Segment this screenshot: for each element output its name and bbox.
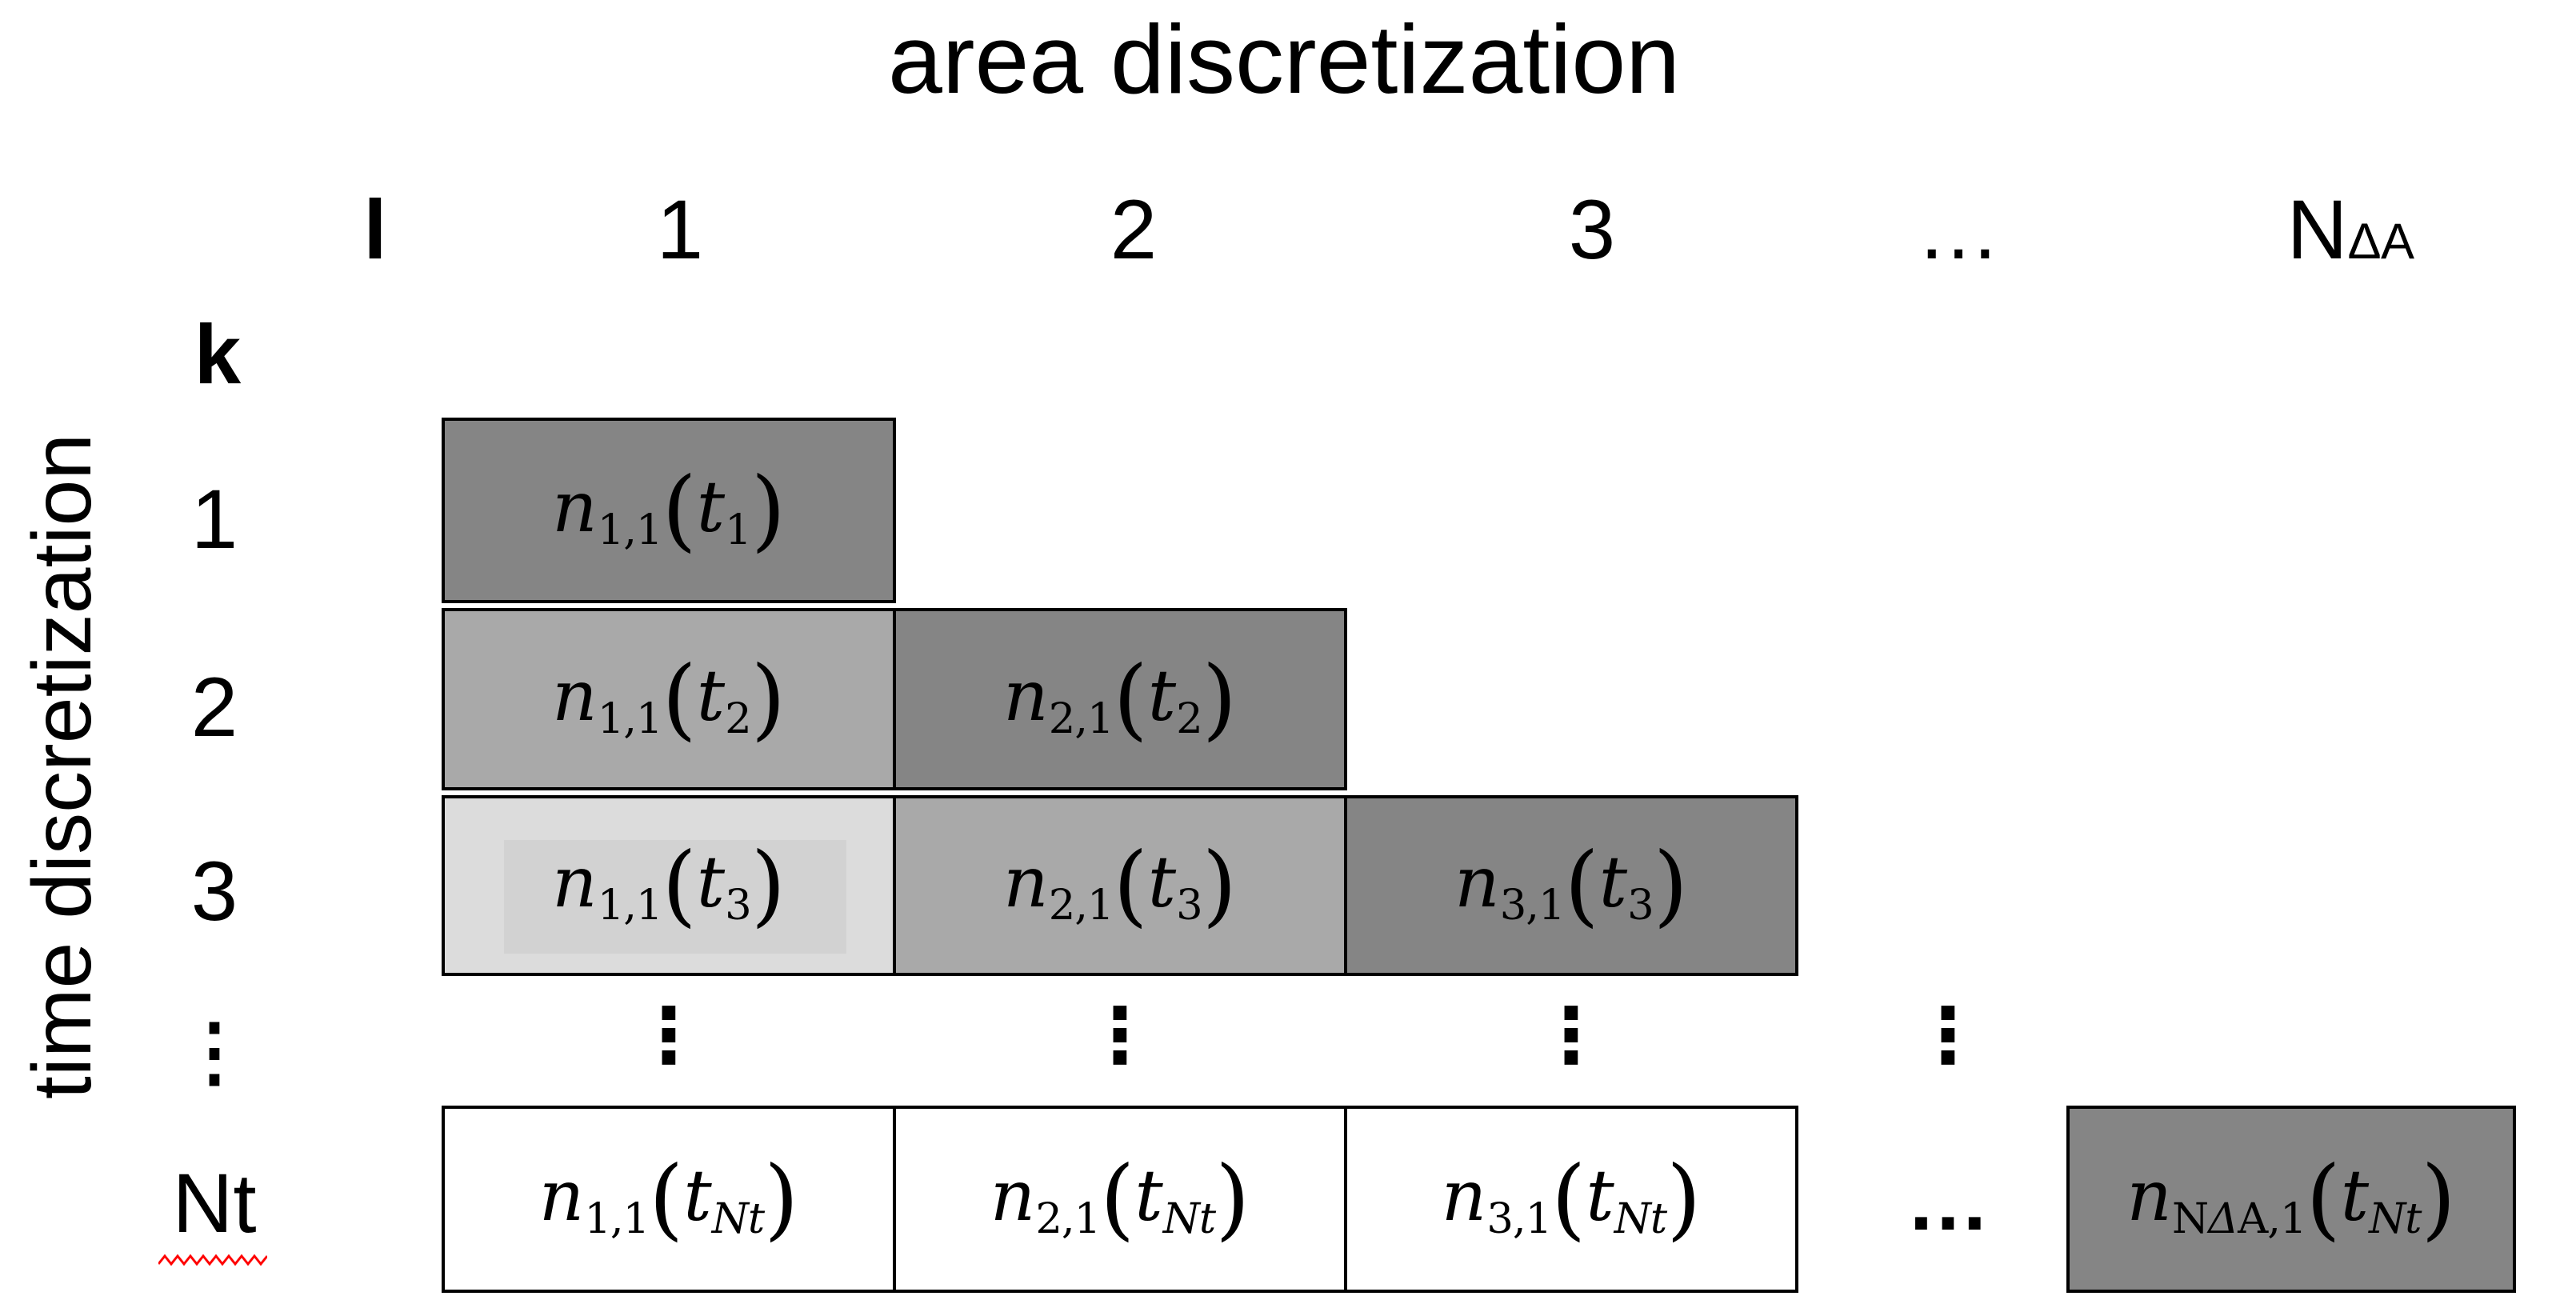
matrix-cell-r3-c2: n2,1(t3) bbox=[893, 795, 1347, 976]
spellcheck-underline bbox=[158, 1254, 267, 1266]
left-axis-title: time discretization bbox=[16, 433, 109, 1100]
cell-formula: n2,1(t3) bbox=[1003, 833, 1237, 937]
column-header-ellipsis: … bbox=[1916, 183, 2001, 277]
cell-formula: n1,1(t2) bbox=[552, 646, 786, 750]
column-header-NdeltaA-subscript: ΔA bbox=[2347, 214, 2414, 270]
row-header-1: 1 bbox=[190, 473, 238, 566]
row-header-3: 3 bbox=[190, 845, 238, 938]
matrix-cell-r3-c3: n3,1(t3) bbox=[1344, 795, 1798, 976]
matrix-cell-r2-c2: n2,1(t2) bbox=[893, 608, 1347, 790]
column-header-2: 2 bbox=[1110, 183, 1158, 277]
matrix-cell-r1-c1: n1,1(t1) bbox=[442, 418, 896, 603]
column-header-NdeltaA: NΔA bbox=[2286, 183, 2414, 277]
column-header-3: 3 bbox=[1568, 183, 1616, 277]
matrix-cell-r5-c3: n3,1(tNt) bbox=[1344, 1106, 1798, 1293]
cell-formula: n3,1(tNt) bbox=[1441, 1146, 1702, 1250]
cell-formula: nNΔA,1(tNt) bbox=[2126, 1146, 2456, 1250]
cell-formula: n2,1(tNt) bbox=[990, 1146, 1250, 1250]
vertical-ellipsis-col4: ⋮ bbox=[1910, 992, 1986, 1080]
row-header-Nt: Nt bbox=[172, 1157, 257, 1250]
matrix-cell-r3-c1: n1,1(t3) bbox=[442, 795, 896, 976]
matrix-cell-r5-c5: nNΔA,1(tNt) bbox=[2066, 1106, 2516, 1293]
row-header-ellipsis: ⋮ bbox=[176, 1010, 253, 1094]
row-header-2: 2 bbox=[190, 661, 238, 754]
cell-formula: n2,1(t2) bbox=[1003, 646, 1237, 750]
matrix-cell-r2-c1: n1,1(t2) bbox=[442, 608, 896, 790]
cell-formula: n1,1(tNt) bbox=[538, 1146, 799, 1250]
matrix-cell-r5-c2: n2,1(tNt) bbox=[893, 1106, 1347, 1293]
column-index-symbol: l bbox=[363, 183, 387, 277]
cell-formula: n1,1(t1) bbox=[552, 458, 786, 562]
vertical-ellipsis-col3: ⋮ bbox=[1533, 992, 1610, 1080]
matrix-cell-r5-c1: n1,1(tNt) bbox=[442, 1106, 896, 1293]
bottom-row-ellipsis: … bbox=[1906, 1154, 1990, 1248]
cell-formula: n3,1(t3) bbox=[1454, 833, 1688, 937]
vertical-ellipsis-col2: ⋮ bbox=[1082, 992, 1158, 1080]
row-index-symbol: k bbox=[194, 308, 242, 402]
cell-formula: n1,1(t3) bbox=[552, 833, 786, 937]
cell-inner-highlight bbox=[504, 840, 846, 954]
column-header-1: 1 bbox=[656, 183, 704, 277]
vertical-ellipsis-col1: ⋮ bbox=[630, 992, 707, 1080]
top-axis-title: area discretization bbox=[887, 5, 1681, 114]
